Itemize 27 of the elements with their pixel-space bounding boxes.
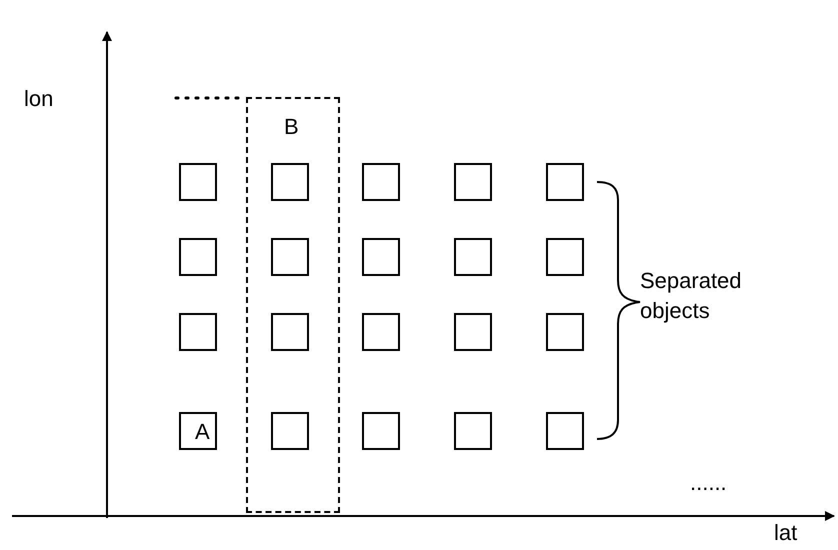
annotation-text: Separated objects xyxy=(640,267,743,325)
square-object xyxy=(546,412,584,450)
square-object xyxy=(179,313,217,351)
square-object xyxy=(454,163,492,201)
square-object xyxy=(454,412,492,450)
square-object xyxy=(454,238,492,276)
axis-label: lat xyxy=(774,520,798,546)
square-object xyxy=(362,163,400,201)
object-label: A xyxy=(195,420,210,444)
square-object xyxy=(546,238,584,276)
square-object xyxy=(271,163,309,201)
square-object xyxy=(179,163,217,201)
square-object xyxy=(179,412,217,450)
square-object xyxy=(179,238,217,276)
group-label: B xyxy=(284,115,299,139)
ellipsis-text: ...... xyxy=(690,470,727,496)
square-object xyxy=(362,412,400,450)
square-object xyxy=(271,238,309,276)
square-object xyxy=(546,163,584,201)
square-object xyxy=(454,313,492,351)
square-object xyxy=(271,313,309,351)
square-object xyxy=(362,238,400,276)
dashed-group-box xyxy=(246,97,340,513)
square-object xyxy=(271,412,309,450)
square-object xyxy=(546,313,584,351)
square-object xyxy=(362,313,400,351)
axis-label: lon xyxy=(24,86,54,112)
